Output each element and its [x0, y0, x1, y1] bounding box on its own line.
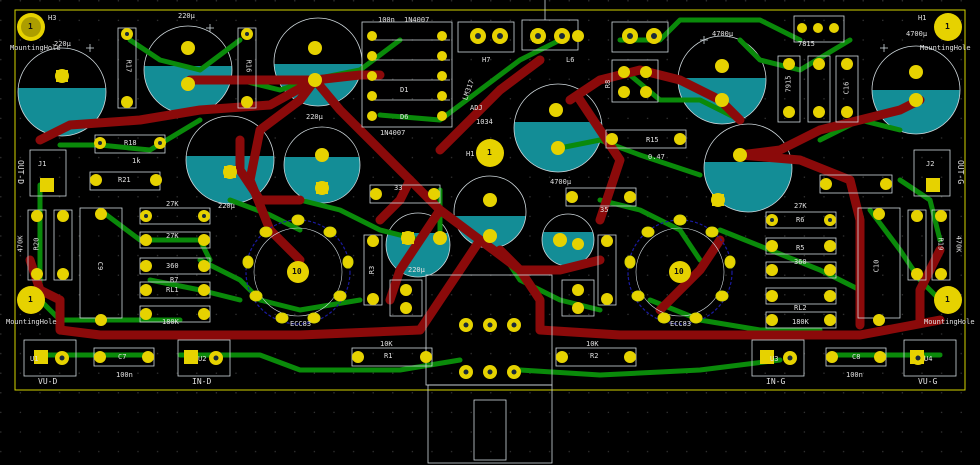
resistor-ref-r17: R17	[124, 59, 133, 73]
ic-ref-u3: U3	[770, 355, 779, 363]
regulator-ref-7815: 7815	[798, 40, 815, 48]
back-copper-traces	[37, 17, 943, 378]
cap-value-220-mid: 220µ	[306, 113, 323, 121]
resistor-value-27k-a: 27K	[166, 200, 179, 208]
cap-value-100n-right: 100n	[846, 371, 863, 379]
connector-label-vu-g: VU-G	[918, 377, 938, 386]
resistor-value-35: 35	[600, 206, 609, 214]
mounting-hole-value-tr: MountingHole	[920, 44, 971, 52]
resistor-value-180k-right: 180K	[792, 318, 809, 326]
cap-ref-c8: C8	[852, 353, 861, 361]
mounting-hole-value-bl: MountingHole	[6, 318, 57, 326]
mounting-hole-bottom-right	[934, 286, 962, 314]
mounting-hole-pad-h3: 1	[28, 22, 33, 31]
cap-ref-c10: C10	[872, 259, 881, 273]
resistor-ref-r3: R3	[368, 265, 377, 275]
tube-socket-left	[245, 219, 351, 325]
resistor-ref-r19: R19	[936, 237, 945, 251]
regulator-adj-label: ADJ	[470, 104, 483, 112]
cap-ref-c7: C7	[118, 353, 127, 361]
mounting-hole-pad-bl: 1	[28, 295, 33, 304]
cap-value-4700-tr: 4700µ	[906, 30, 928, 38]
resistor-ref-rl2: RL2	[794, 304, 807, 312]
resistor-value-27k-c: 27K	[794, 202, 807, 210]
resistor-value-470k-left: 470K	[16, 235, 25, 253]
header-ref-h7: H7	[482, 56, 491, 64]
resistor-value-360-right: 360	[794, 258, 807, 266]
ic-ref-u4: U4	[924, 355, 933, 363]
mounting-hole-ref-h1: H1	[918, 14, 927, 22]
connector-label-out-d: OUT-D	[16, 159, 26, 185]
resistor-value-33: 33	[394, 184, 403, 192]
mounting-hole-top-right	[934, 13, 962, 41]
resistor-ref-r6: R6	[796, 216, 805, 224]
tube-pin-left: 10	[292, 267, 302, 276]
tube-value-right: ECC83	[670, 320, 692, 328]
connector-body-outline	[473, 399, 507, 461]
connector-label-in-d: IN-D	[192, 377, 212, 386]
front-copper-traces	[25, 55, 945, 340]
ic-ref-u1: U1	[30, 355, 39, 363]
resistor-value-10k-left: 10K	[380, 340, 393, 348]
mounting-hole-bottom-left	[17, 286, 45, 314]
mounting-hole-center	[476, 139, 504, 167]
resistor-value-10k-right: 10K	[586, 340, 599, 348]
resistor-value-360-left: 360	[166, 262, 179, 270]
connector-label-in-g: IN-G	[766, 377, 786, 386]
regulator-ref-7915: 7915	[784, 75, 793, 93]
tube-value-left: ECC83	[290, 320, 312, 328]
resistor-value-470k-right: 470K	[954, 235, 963, 253]
resistor-ref-r5: R5	[796, 244, 805, 252]
cap-value-4700-mid: 4700µ	[550, 178, 572, 186]
resistor-ref-r1: R1	[384, 352, 393, 360]
connector-label-out-g: OUT-G	[956, 159, 966, 185]
resistor-ref-r18: R18	[124, 139, 137, 147]
connector-ref-j2: J2	[926, 160, 935, 168]
mounting-hole-value-br: MountingHole	[924, 318, 975, 326]
tube-socket-right	[627, 219, 733, 325]
cap-value-220-br: 220µ	[408, 266, 425, 274]
diode-value-1n4007: 1N4007	[404, 16, 430, 24]
ic-ref-u2: U2	[198, 355, 207, 363]
resistor-ref-r8: R8	[604, 79, 613, 89]
cap-value-4700-r: 4700µ	[712, 30, 734, 38]
mounting-hole-pad-br: 1	[945, 295, 950, 304]
resistor-ref-r16: R16	[244, 59, 253, 73]
header-ref-l6: L6	[566, 56, 575, 64]
diode-value-1n4007-bottom: 1N4007	[380, 129, 406, 137]
diode-ref-d6: D6	[400, 113, 409, 121]
resistor-ref-r2: R2	[590, 352, 599, 360]
resistor-ref-r15: R15	[646, 136, 659, 144]
diode-ref-d1: D1	[400, 86, 409, 94]
mounting-hole-top-left	[17, 13, 45, 41]
cap-value-220-ml: 220µ	[218, 202, 235, 210]
cap-ref-c9: C9	[96, 261, 105, 271]
resistor-value-180k-left: 180K	[162, 318, 179, 326]
tube-pin-right: 10	[674, 267, 684, 276]
mounting-hole-pad-center: 1	[487, 148, 492, 157]
resistor-value-1k: 1k	[132, 157, 141, 165]
resistor-ref-r20: R20	[32, 237, 41, 251]
resistor-value-27k-b: 27K	[166, 232, 179, 240]
mounting-hole-ref-center: H1	[466, 150, 475, 158]
resistor-value-0.47: 0.47	[648, 153, 665, 161]
resistor-ref-rl1: RL1	[166, 286, 179, 294]
cap-value-220-tl: 220µ	[54, 40, 71, 48]
cap-value-100n-top: 100n	[378, 16, 395, 24]
mounting-hole-value-tl: MountingHole	[10, 44, 61, 52]
resistor-ref-r7: R7	[170, 276, 179, 284]
connector-ref-j1: J1	[38, 160, 47, 168]
connector-label-vu-d: VU-D	[38, 377, 58, 386]
mounting-hole-pad-h1-tr: 1	[945, 22, 950, 31]
cap-ref-c16: C16	[842, 81, 851, 95]
mounting-hole-ref-h3: H3	[48, 14, 57, 22]
cap-value-220-top: 220µ	[178, 12, 195, 20]
cap-value-100n-left: 100n	[116, 371, 133, 379]
board-edge-outline	[14, 9, 966, 391]
resistor-ref-r21: R21	[118, 176, 131, 184]
regulator-1034-label: 1034	[476, 118, 493, 126]
through-hole-pads	[31, 23, 947, 379]
